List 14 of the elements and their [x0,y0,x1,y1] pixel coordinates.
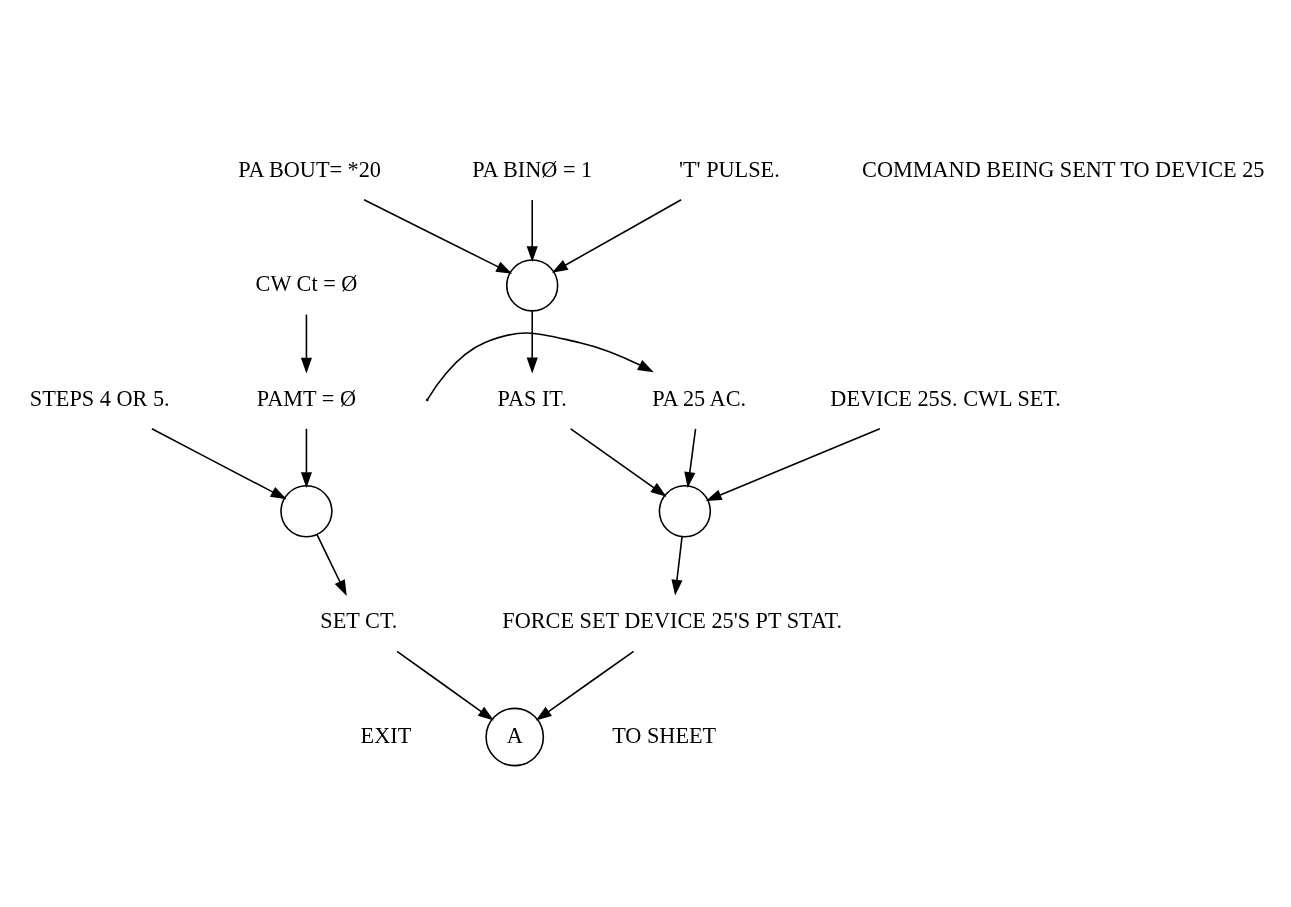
node-text: STEPS 4 OR 5. [29,385,170,411]
node-text: PAMT = Ø [256,385,356,411]
node-text: PA BOUT= *20 [238,156,382,182]
node-text: SET CT. [320,607,398,633]
node-text: PA 25 AC. [652,385,747,411]
node-label: TO SHEET [612,722,717,748]
node-text: CW Ct = Ø [255,270,358,296]
node-text: PAS IT. [497,385,567,411]
label: COMMAND BEING SENT TO DEVICE 25 [862,156,1265,182]
node-text: 'T' PULSE. [679,156,780,182]
node-label: EXIT [360,722,412,748]
node-text: FORCE SET DEVICE 25'S PT STAT. [502,607,842,633]
node-text: DEVICE 25S. CWL SET. [830,385,1061,411]
node-text: PA BINØ = 1 [472,156,593,182]
